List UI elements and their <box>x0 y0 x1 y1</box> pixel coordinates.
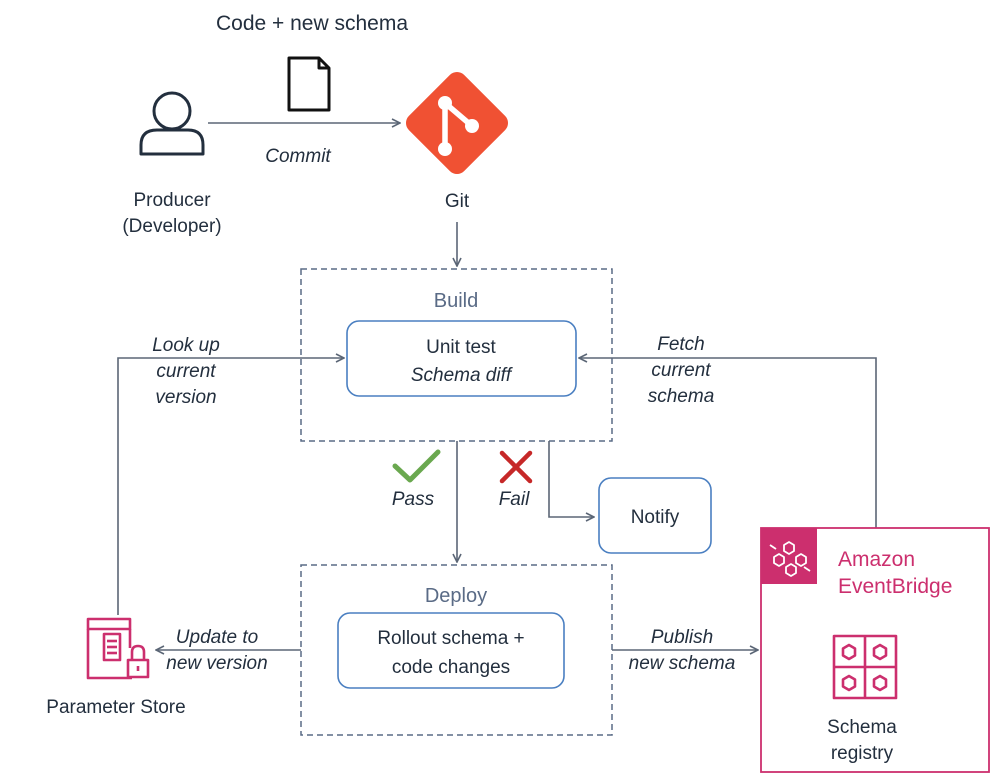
git-icon <box>405 71 509 175</box>
lookup-arrow <box>117 358 344 615</box>
fetch-arrow <box>579 358 877 528</box>
fetch-label-line2: current <box>651 360 711 381</box>
schema-registry-icon <box>832 634 898 700</box>
eventbridge-label-line2: EventBridge <box>838 575 952 598</box>
notify-label: Notify <box>631 507 680 528</box>
schema-registry-label-line1: Schema <box>827 717 897 738</box>
git-label: Git <box>445 191 470 212</box>
unit-test-label: Unit test <box>426 337 496 358</box>
fail-label: Fail <box>499 489 530 510</box>
header-title: Code + new schema <box>216 12 408 35</box>
update-label-line1: Update to <box>176 627 258 648</box>
document-icon <box>287 56 331 112</box>
eventbridge-icon <box>769 541 811 577</box>
schema-registry-label-line2: registry <box>831 743 894 764</box>
schema-diff-label: Schema diff <box>411 365 513 386</box>
publish-label-line1: Publish <box>651 627 713 648</box>
publish-label-line2: new schema <box>629 653 736 674</box>
lookup-label-line2: current <box>156 361 216 382</box>
eventbridge-label-line1: Amazon <box>838 548 915 571</box>
rollout-box <box>337 612 565 689</box>
pass-label: Pass <box>392 489 435 510</box>
build-stage <box>300 268 613 442</box>
lookup-label-line1: Look up <box>152 335 220 356</box>
fetch-label-line1: Fetch <box>657 334 705 355</box>
build-title: Build <box>434 290 478 312</box>
deploy-title: Deploy <box>425 585 487 607</box>
fetch-label-line3: schema <box>648 386 715 407</box>
fail-arrow <box>548 441 594 517</box>
parameter-store-label: Parameter Store <box>46 697 185 718</box>
checkmark-icon <box>392 449 441 483</box>
lookup-label-line3: version <box>155 387 216 408</box>
parameter-store-icon <box>86 617 150 680</box>
producer-label-line2: (Developer) <box>122 216 221 237</box>
producer-label-line1: Producer <box>133 190 211 211</box>
unit-test-box <box>346 320 577 397</box>
rollout-label-line2: code changes <box>392 657 510 678</box>
user-icon <box>139 91 205 156</box>
commit-label: Commit <box>265 146 331 167</box>
notify-box <box>598 477 712 554</box>
cross-icon <box>499 450 533 484</box>
update-label-line2: new version <box>166 653 267 674</box>
rollout-label-line1: Rollout schema + <box>377 628 524 649</box>
